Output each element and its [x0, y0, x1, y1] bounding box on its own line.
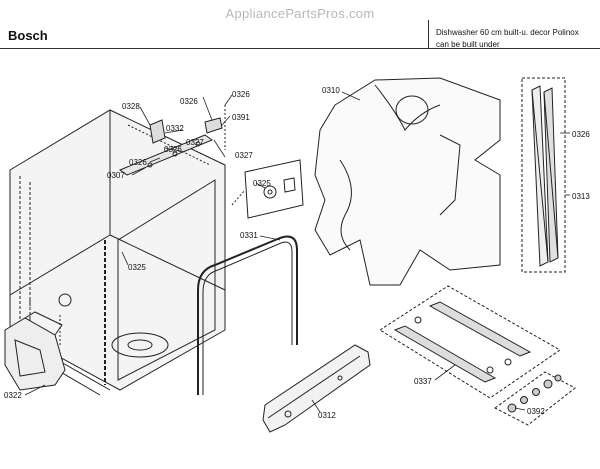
callout-0325-a: 0325 [253, 179, 271, 188]
callout-0327-a: 0327 [186, 138, 204, 147]
tub-frame-part [9, 109, 226, 396]
callout-0310: 0310 [322, 86, 340, 95]
detail-inset-0325 [231, 159, 304, 219]
model-line-2: can be built under [436, 40, 500, 49]
insulation-jacket-part [314, 77, 501, 286]
callout-0313: 0313 [572, 192, 590, 201]
callout-0326-b: 0326 [232, 90, 250, 99]
callout-0392: 0392 [527, 407, 545, 416]
header-divider [428, 20, 429, 48]
mounting-rail-kit-part [379, 285, 561, 399]
callout-0312: 0312 [318, 411, 336, 420]
callout-0326-c: 0326 [164, 145, 182, 154]
small-parts-kit-part [494, 371, 576, 426]
header-rule [0, 48, 600, 49]
callout-labels: 0328 0326 0326 0391 0332 0327 0326 0326 … [4, 86, 590, 420]
door-rod-part [197, 235, 298, 395]
callout-0325-b: 0325 [128, 263, 146, 272]
model-description: Dishwasher 60 cm built-u. decor Polinox … [436, 27, 579, 51]
callout-0326-d: 0326 [129, 158, 147, 167]
callout-0332: 0332 [166, 124, 184, 133]
callout-0331: 0331 [240, 231, 258, 240]
watermark: AppliancePartsPros.com [225, 6, 375, 21]
callout-0322: 0322 [4, 391, 22, 400]
brand-title: Bosch [8, 28, 48, 43]
side-cover-part [262, 344, 371, 433]
callout-0326-rail: 0326 [572, 130, 590, 139]
kick-plate-part [4, 311, 66, 391]
callout-0391: 0391 [232, 113, 250, 122]
side-rail-part [521, 77, 566, 273]
callout-0328: 0328 [122, 102, 140, 111]
callout-0327-b: 0327 [235, 151, 253, 160]
model-line-1: Dishwasher 60 cm built-u. decor Polinox [436, 28, 579, 37]
callout-0307: 0307 [107, 171, 125, 180]
callout-0337: 0337 [414, 377, 432, 386]
top-bracket-part [118, 105, 226, 176]
leader-lines [24, 91, 570, 413]
callout-0326-a: 0326 [180, 97, 198, 106]
